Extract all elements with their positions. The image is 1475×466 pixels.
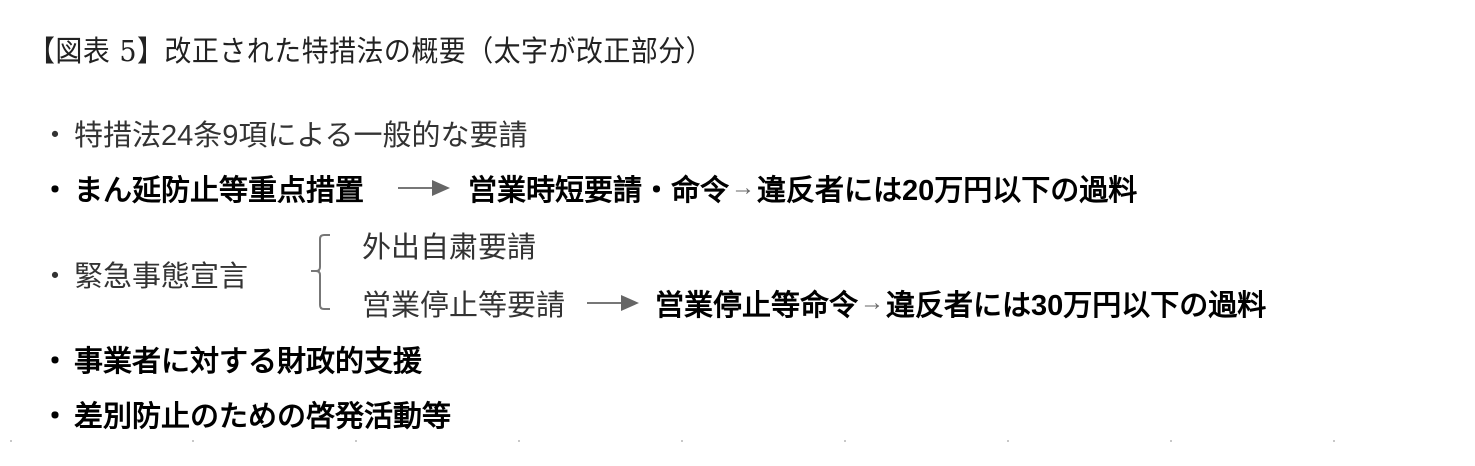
list-item-financial-support: ・ 事業者に対する財政的支援	[36, 338, 422, 380]
list-item-anti-discrimination: ・ 差別防止のための啓発活動等	[36, 393, 451, 435]
list-item-general-request: ・ 特措法24条9項による一般的な要請	[36, 112, 528, 154]
figure-title: 【図表 5】改正された特措法の概要（太字が改正部分）	[28, 34, 714, 68]
bullet: ・	[40, 261, 70, 293]
consequence-text: 違反者には30万円以下の過料	[886, 290, 1267, 322]
curly-brace-icon	[311, 234, 330, 310]
arrow-target-text: 営業時短要請・命令	[468, 175, 730, 207]
sub-item-text: 外出自粛要請	[362, 232, 537, 264]
small-right-arrow-icon: →	[731, 174, 756, 201]
small-right-arrow-icon: →	[860, 289, 885, 316]
item-text: 緊急事態宣言	[74, 261, 249, 293]
sub-item-text: 営業停止等要請	[362, 290, 566, 322]
bullet: ・	[40, 346, 70, 378]
arrow-target-text: 営業停止等命令	[655, 290, 859, 322]
sub-item-stay-home-request: 外出自粛要請	[362, 224, 536, 266]
dotted-divider	[0, 440, 1475, 442]
item-text: 事業者に対する財政的支援	[74, 346, 423, 378]
consequence-text: 違反者には20万円以下の過料	[757, 175, 1138, 207]
item-text: 差別防止のための啓発活動等	[74, 401, 452, 433]
list-item-priority-measures: ・ まん延防止等重点措置 営業時短要請・命令 → 違反者には20万円以下の過料	[36, 167, 1137, 209]
item-text: まん延防止等重点措置	[74, 175, 365, 207]
list-item-emergency-declaration: ・ 緊急事態宣言	[36, 253, 248, 295]
right-arrow-icon	[587, 293, 640, 313]
sub-item-business-suspension: 営業停止等要請 営業停止等命令 → 違反者には30万円以下の過料	[362, 282, 1266, 324]
right-arrow-icon	[398, 178, 451, 198]
bullet: ・	[40, 120, 70, 152]
bullet: ・	[40, 401, 70, 433]
bullet: ・	[40, 175, 70, 207]
item-text: 特措法24条9項による一般的な要請	[74, 120, 528, 152]
